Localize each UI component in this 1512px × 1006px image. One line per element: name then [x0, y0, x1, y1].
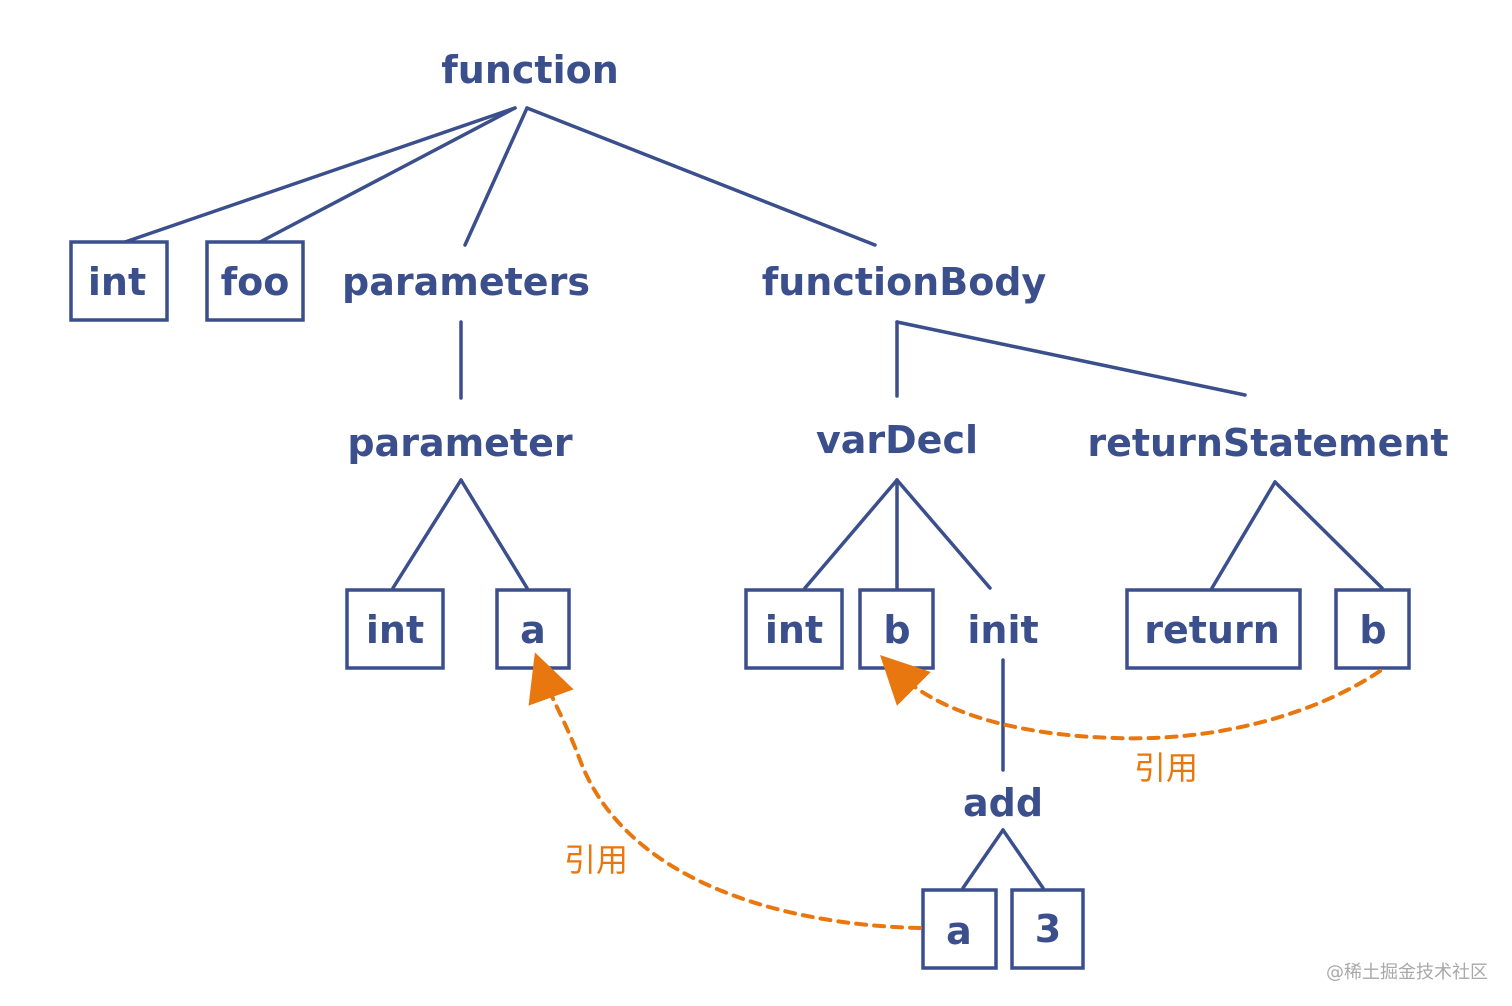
ref-arc-b	[880, 655, 1382, 741]
edge-add-a	[961, 828, 1005, 890]
box-add-3	[1010, 888, 1085, 970]
node-int: int	[88, 260, 146, 304]
box-add-a	[921, 888, 998, 970]
node-vardecl: varDecl	[816, 418, 978, 462]
edge-function-int	[123, 106, 517, 244]
edge-return-return	[1210, 480, 1277, 590]
box-foo	[205, 240, 305, 322]
node-param-int: int	[366, 608, 424, 652]
node-ret-b: b	[1359, 608, 1386, 652]
node-add: add	[963, 781, 1043, 825]
node-returnstatement: returnStatement	[1087, 421, 1448, 465]
box-ret-return	[1125, 588, 1302, 670]
edge-function-functionbody	[525, 106, 877, 247]
edge-vardecl-init	[895, 478, 992, 590]
edge-function-parameters	[463, 106, 529, 247]
node-init: init	[967, 608, 1038, 652]
node-ret-return: return	[1144, 608, 1280, 652]
tree-boxes	[69, 240, 1411, 970]
box-int	[69, 240, 169, 322]
node-add-a: a	[946, 909, 972, 953]
node-var-b: b	[883, 608, 910, 652]
box-ret-b	[1334, 588, 1411, 670]
box-param-int	[345, 588, 445, 670]
reference-arcs	[528, 652, 1382, 930]
edge-return-b	[1273, 480, 1384, 590]
node-param-a: a	[520, 608, 546, 652]
edge-vardecl-int	[803, 478, 899, 590]
box-var-b	[858, 588, 935, 670]
edge-parameter-int	[391, 478, 463, 590]
node-parameters: parameters	[342, 260, 590, 304]
node-var-int: int	[765, 608, 823, 652]
node-add-3: 3	[1035, 907, 1061, 951]
watermark-text: @稀土掘金技术社区	[1326, 962, 1488, 983]
node-functionbody: functionBody	[762, 260, 1047, 304]
node-parameter: parameter	[347, 421, 573, 465]
node-foo: foo	[221, 260, 290, 304]
box-var-int	[744, 588, 844, 670]
edge-add-3	[1001, 828, 1045, 890]
edge-function-foo	[258, 106, 517, 244]
ref-arc-a	[528, 652, 922, 930]
node-function: function	[441, 48, 619, 92]
tree-labels: function int foo parameters functionBody…	[88, 48, 1449, 953]
ref-label-b: 引用	[1134, 749, 1198, 787]
edge-functionbody-top	[895, 320, 1247, 397]
edge-parameter-a	[459, 478, 529, 590]
tree-edges	[123, 106, 1384, 890]
ref-label-a: 引用	[564, 841, 628, 879]
